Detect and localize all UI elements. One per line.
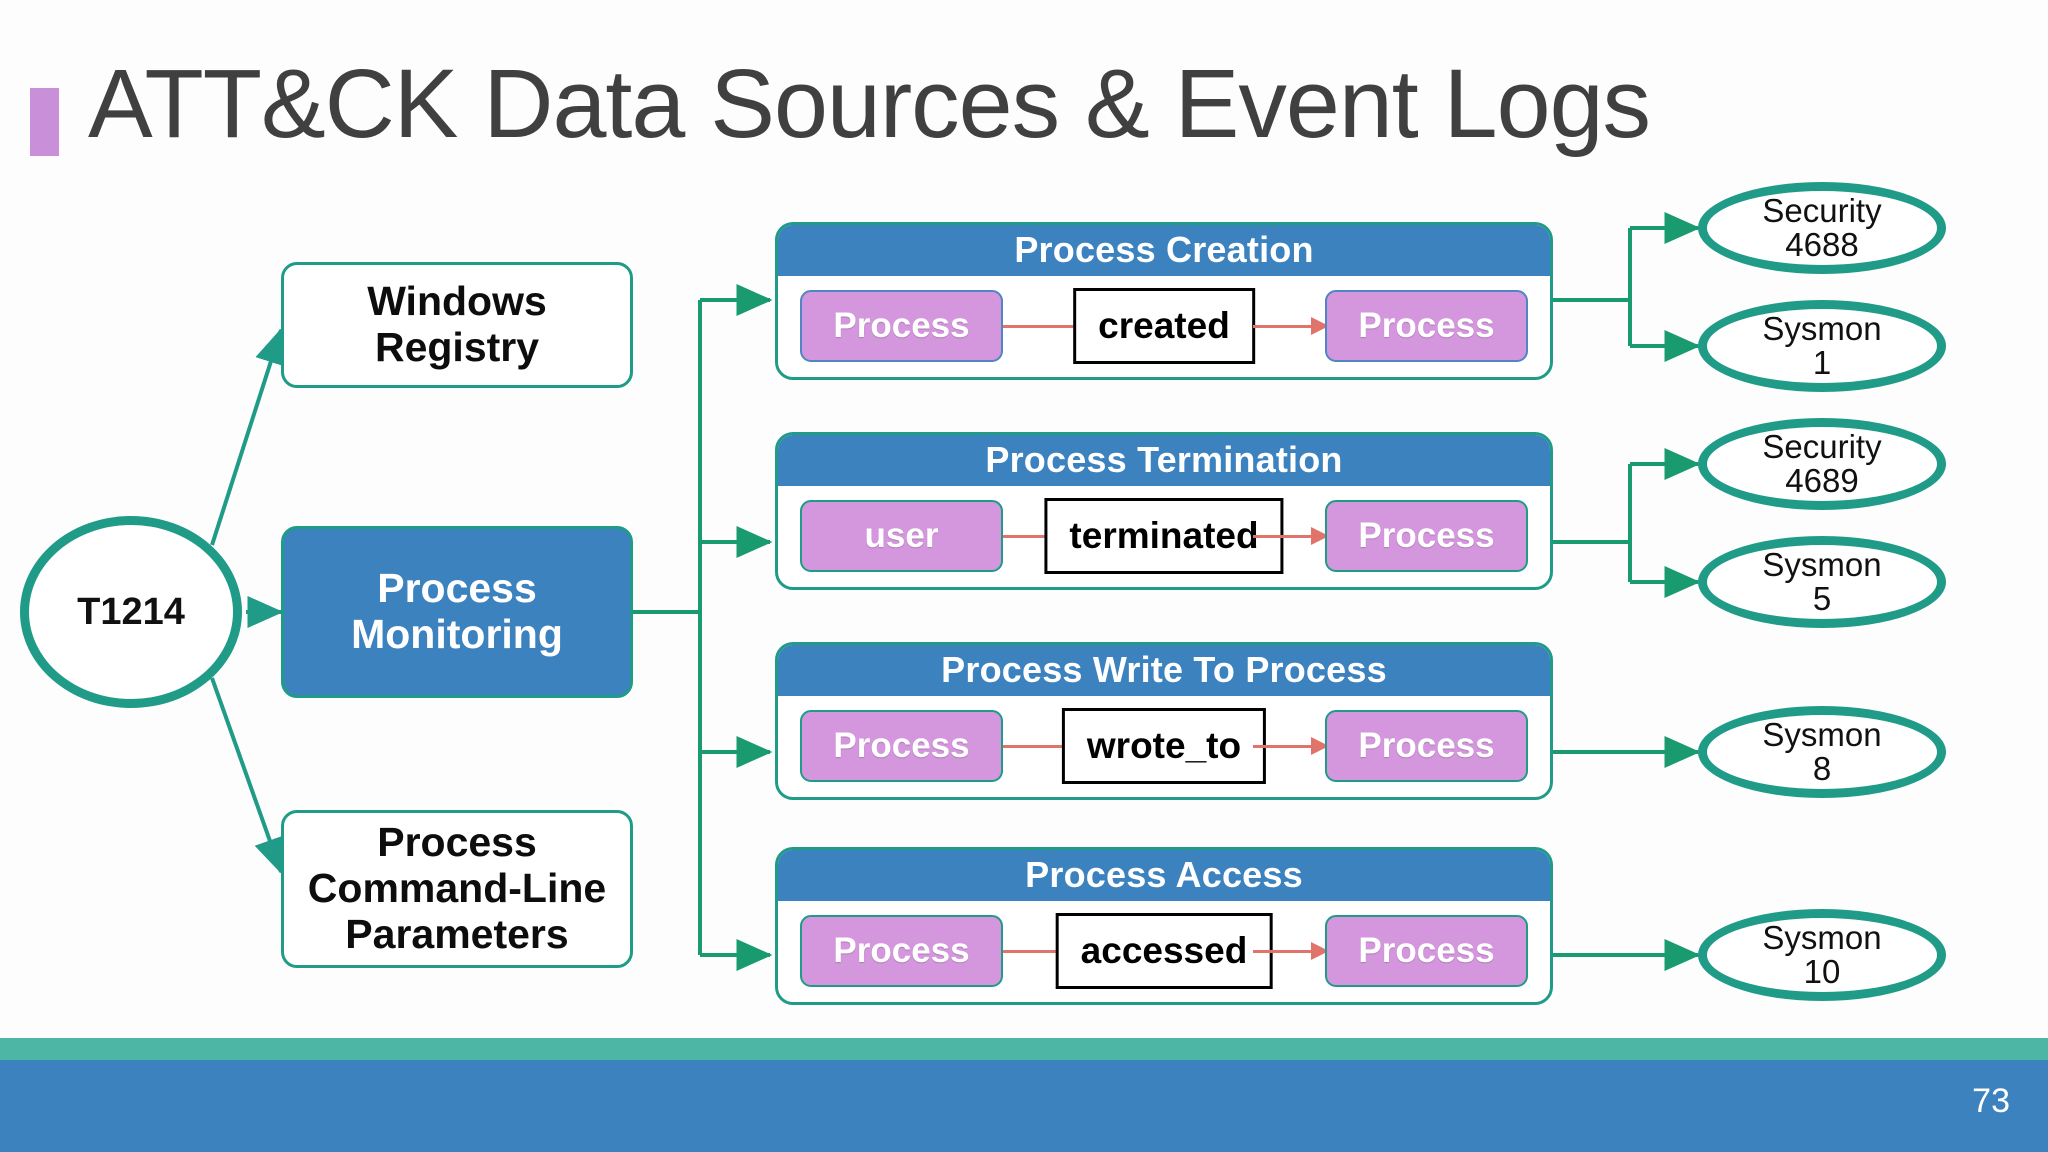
relation-panel-process-termination[interactable]: Process Termination user terminated Proc… xyxy=(775,432,1553,590)
title-accent-bar xyxy=(30,88,59,156)
data-source-line-3: Parameters xyxy=(345,910,569,957)
data-source-line-1: Process xyxy=(377,819,537,866)
event-log-node-security-4688[interactable]: Security 4688 xyxy=(1698,182,1946,274)
data-source-line-1: Windows xyxy=(367,278,547,325)
relation-line-right xyxy=(1253,325,1325,328)
relation-label: terminated xyxy=(1044,498,1284,574)
relation-line-right xyxy=(1253,950,1325,953)
entity-source[interactable]: Process xyxy=(800,710,1003,782)
entity-source[interactable]: Process xyxy=(800,290,1003,362)
relation-line-left xyxy=(1003,745,1075,748)
event-log-channel: Sysmon xyxy=(1762,716,1882,754)
relation-line-left xyxy=(1003,950,1075,953)
event-log-id: 8 xyxy=(1812,750,1832,787)
panel-body: Process created Process xyxy=(778,276,1550,376)
page-number: 73 xyxy=(1972,1082,2010,1120)
event-log-channel: Security xyxy=(1762,192,1882,230)
panel-title: Process Access xyxy=(778,850,1550,901)
event-log-channel: Sysmon xyxy=(1762,546,1882,584)
entity-source[interactable]: Process xyxy=(800,915,1003,987)
panel-title: Process Creation xyxy=(778,225,1550,276)
relation-arrow-icon xyxy=(1311,942,1329,960)
event-log-channel: Sysmon xyxy=(1762,310,1882,348)
data-source-line-2: Monitoring xyxy=(351,611,563,657)
relation-arrow-icon xyxy=(1311,527,1329,545)
data-source-process-command-line-parameters[interactable]: Process Command-Line Parameters xyxy=(281,810,633,968)
footer-accent-strip xyxy=(0,1038,2048,1060)
panel-body: Process accessed Process xyxy=(778,901,1550,1001)
relation-panel-process-access[interactable]: Process Access Process accessed Process xyxy=(775,847,1553,1005)
entity-target[interactable]: Process xyxy=(1325,500,1528,572)
relation-label: created xyxy=(1073,288,1255,364)
event-log-channel: Sysmon xyxy=(1762,919,1882,957)
relation-label: accessed xyxy=(1055,913,1273,989)
event-log-node-sysmon-5[interactable]: Sysmon 5 xyxy=(1698,536,1946,628)
entity-source[interactable]: user xyxy=(800,500,1003,572)
technique-node-label: T1214 xyxy=(77,590,185,633)
data-source-line-2: Command-Line xyxy=(307,865,607,912)
relation-label: wrote_to xyxy=(1061,708,1267,784)
relation-line-left xyxy=(1003,535,1075,538)
relation-panel-process-write-to-process[interactable]: Process Write To Process Process wrote_t… xyxy=(775,642,1553,800)
panel-body: Process wrote_to Process xyxy=(778,696,1550,796)
panel-title: Process Write To Process xyxy=(778,645,1550,696)
data-source-line-2: Registry xyxy=(374,324,540,370)
footer-bar: 73 xyxy=(0,1060,2048,1152)
relation-arrow-icon xyxy=(1311,737,1329,755)
page-title: ATT&CK Data Sources & Event Logs xyxy=(88,49,1651,158)
entity-target[interactable]: Process xyxy=(1325,710,1528,782)
relation-panel-process-creation[interactable]: Process Creation Process created Process xyxy=(775,222,1553,380)
event-log-id: 4689 xyxy=(1785,462,1859,499)
data-source-line-1: Process xyxy=(377,565,537,612)
event-log-id: 5 xyxy=(1812,580,1832,617)
data-source-process-monitoring[interactable]: Process Monitoring xyxy=(281,526,633,698)
relation-line-left xyxy=(1003,325,1075,328)
panel-title: Process Termination xyxy=(778,435,1550,486)
entity-target[interactable]: Process xyxy=(1325,915,1528,987)
event-log-id: 10 xyxy=(1803,953,1841,990)
event-log-node-sysmon-1[interactable]: Sysmon 1 xyxy=(1698,300,1946,392)
event-log-id: 4688 xyxy=(1785,226,1859,263)
event-log-id: 1 xyxy=(1812,344,1832,381)
relation-line-right xyxy=(1253,535,1325,538)
event-log-node-security-4689[interactable]: Security 4689 xyxy=(1698,418,1946,510)
event-log-node-sysmon-10[interactable]: Sysmon 10 xyxy=(1698,909,1946,1001)
entity-target[interactable]: Process xyxy=(1325,290,1528,362)
event-log-node-sysmon-8[interactable]: Sysmon 8 xyxy=(1698,706,1946,798)
panel-body: user terminated Process xyxy=(778,486,1550,586)
relation-line-right xyxy=(1253,745,1325,748)
event-log-channel: Security xyxy=(1762,428,1882,466)
data-source-windows-registry[interactable]: Windows Registry xyxy=(281,262,633,388)
technique-node-t1214[interactable]: T1214 xyxy=(20,516,242,708)
relation-arrow-icon xyxy=(1311,317,1329,335)
